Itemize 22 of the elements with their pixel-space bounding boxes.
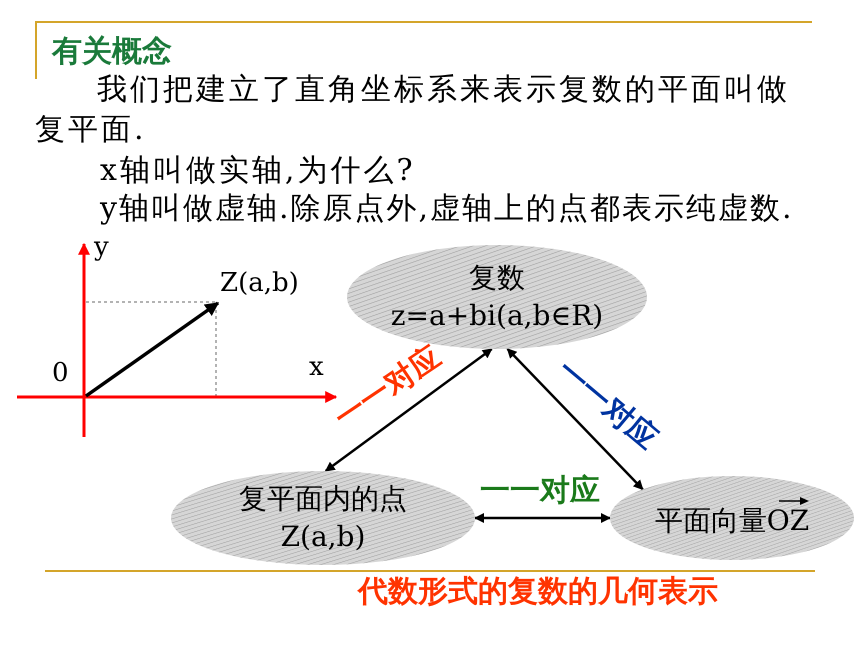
node-subtext: Z(a,b) xyxy=(280,519,366,555)
definition-text: y轴叫做虚轴.除原点外,虚轴上的点都表示纯虚数. xyxy=(100,190,794,228)
origin-label: 0 xyxy=(52,358,69,388)
axis-label: x xyxy=(309,352,324,382)
edge-label: 一一对应 xyxy=(328,340,448,436)
edge-label: 一一对应 xyxy=(550,353,664,457)
node-heading: 复平面内的点 xyxy=(239,481,407,517)
node-heading: 平面向量OZ xyxy=(654,504,810,537)
paragraph-text: 我们把建立了直角坐标系来表示复数的平面叫做复平面. xyxy=(35,71,791,149)
edge-label: 一一对应 xyxy=(480,474,600,508)
question-text: x轴叫做实轴,为什么? xyxy=(100,152,416,190)
section-title: 有关概念 xyxy=(52,33,172,71)
caption-text: 代数形式的复数的几何表示 xyxy=(358,574,718,610)
ellipse-node xyxy=(171,471,475,565)
ellipse-node xyxy=(610,476,854,560)
node-subtext: z=a+bi(a,b∈R) xyxy=(390,298,604,334)
double-arrow xyxy=(324,348,493,472)
node-heading: 复数 xyxy=(469,260,525,296)
axis-label: y xyxy=(94,232,109,262)
point-label: Z(a,b) xyxy=(220,268,299,298)
double-arrow xyxy=(474,513,611,523)
double-arrow xyxy=(506,348,644,490)
